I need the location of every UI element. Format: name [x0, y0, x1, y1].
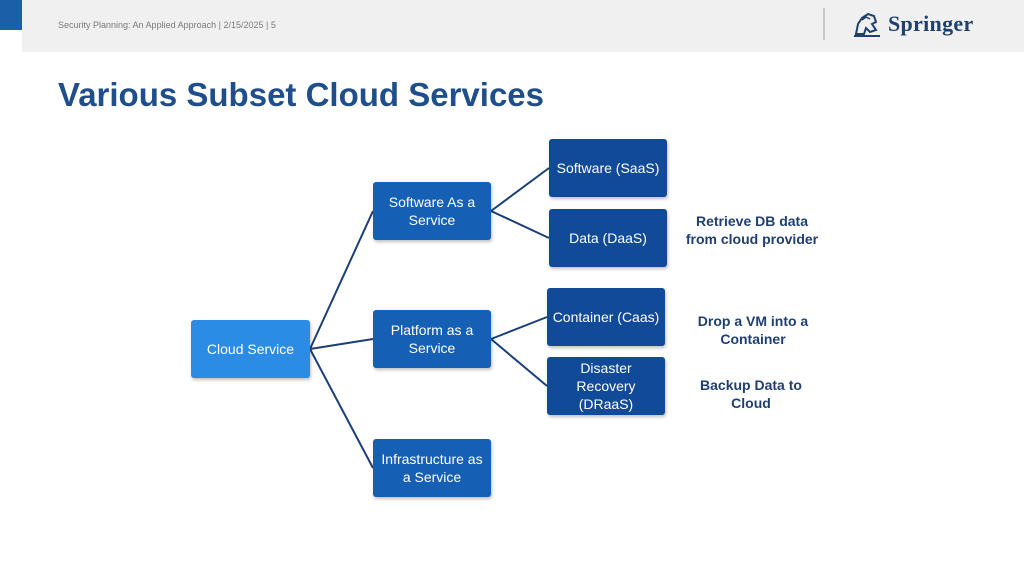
edge-paas-dr	[490, 338, 548, 387]
corner-accent	[0, 0, 22, 30]
edge-saas-data	[490, 210, 550, 239]
node-platform-as-a-service: Platform as a Service	[373, 310, 491, 368]
edge-paas-container	[490, 316, 548, 340]
node-cloud-service: Cloud Service	[191, 320, 310, 378]
note-data-daas: Retrieve DB data from cloud provider	[685, 213, 819, 247]
page-title: Various Subset Cloud Services	[58, 76, 545, 113]
node-container-caas: Container (Caas)	[547, 288, 665, 346]
edge-root-saas	[309, 210, 374, 350]
edge-root-paas	[309, 338, 374, 350]
springer-horse-icon	[854, 12, 880, 37]
header-text: Security Planning: An Applied Approach |…	[58, 20, 276, 30]
springer-logo-text: Springer	[888, 11, 974, 36]
note-disaster-recovery: Backup Data to Cloud	[700, 377, 802, 411]
node-data-daas: Data (DaaS)	[549, 209, 667, 267]
header-divider	[823, 8, 825, 40]
edge-saas-software	[490, 167, 550, 212]
note-container-caas: Drop a VM into a Container	[697, 313, 809, 347]
node-disaster-recovery-draas: Disaster Recovery (DRaaS)	[547, 357, 665, 415]
node-software-as-a-service: Software As a Service	[373, 182, 491, 240]
edge-root-iaas	[309, 348, 374, 469]
node-software-saas: Software (SaaS)	[549, 139, 667, 197]
node-infrastructure-as-a-service: Infrastructure as a Service	[373, 439, 491, 497]
